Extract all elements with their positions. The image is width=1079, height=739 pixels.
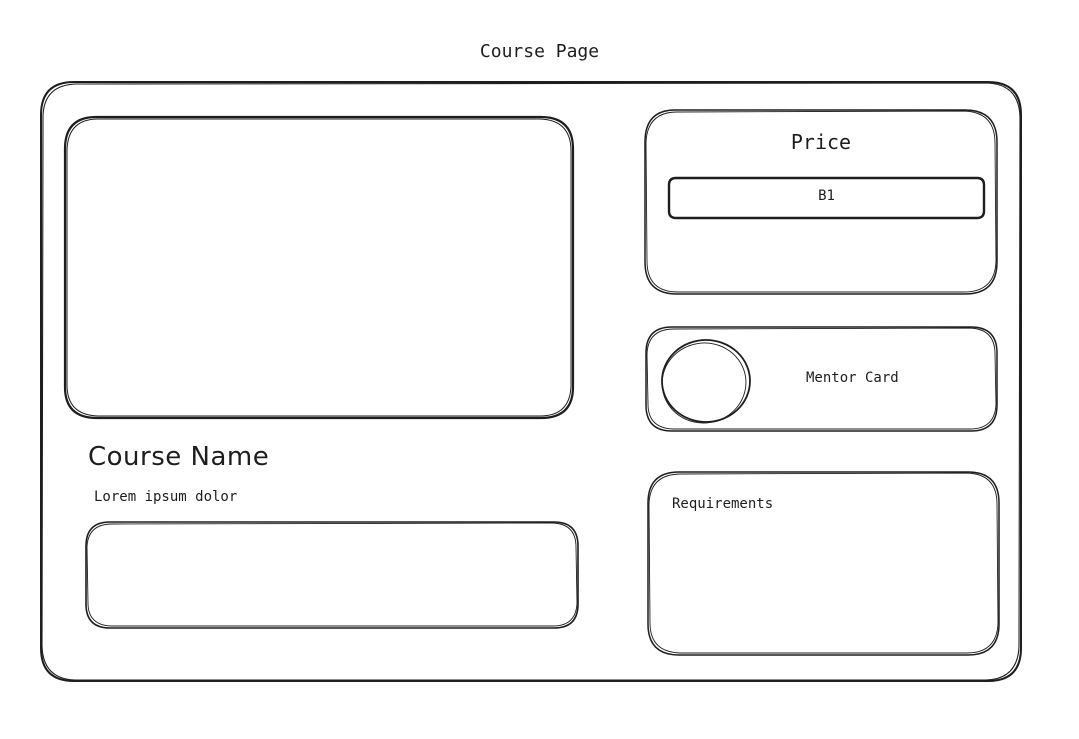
description-box-overstroke xyxy=(86,522,578,627)
price-card-overstroke xyxy=(645,110,997,293)
mentor-card xyxy=(645,326,998,432)
mentor-card-label: Mentor Card xyxy=(806,370,899,386)
page-frame xyxy=(40,81,1022,682)
media-placeholder-overstroke xyxy=(66,118,572,417)
price-title: Price xyxy=(790,130,852,154)
page-frame-overstroke xyxy=(41,82,1021,681)
price-button-frame xyxy=(667,176,986,220)
course-name: Course Name xyxy=(88,442,270,472)
price-card xyxy=(644,109,998,295)
description-box xyxy=(85,521,579,629)
page-title: Course Page xyxy=(479,41,600,62)
requirements-card-overstroke xyxy=(648,472,999,654)
mentor-card-overstroke xyxy=(646,327,997,430)
mentor-avatar xyxy=(661,339,751,423)
media-placeholder xyxy=(63,115,575,420)
requirements-card xyxy=(647,471,1000,656)
mentor-avatar-overstroke xyxy=(661,342,747,424)
requirements-label: Requirements xyxy=(672,496,774,512)
course-description: Lorem ipsum dolor xyxy=(94,489,238,505)
price-button-label: B1 xyxy=(818,188,835,204)
